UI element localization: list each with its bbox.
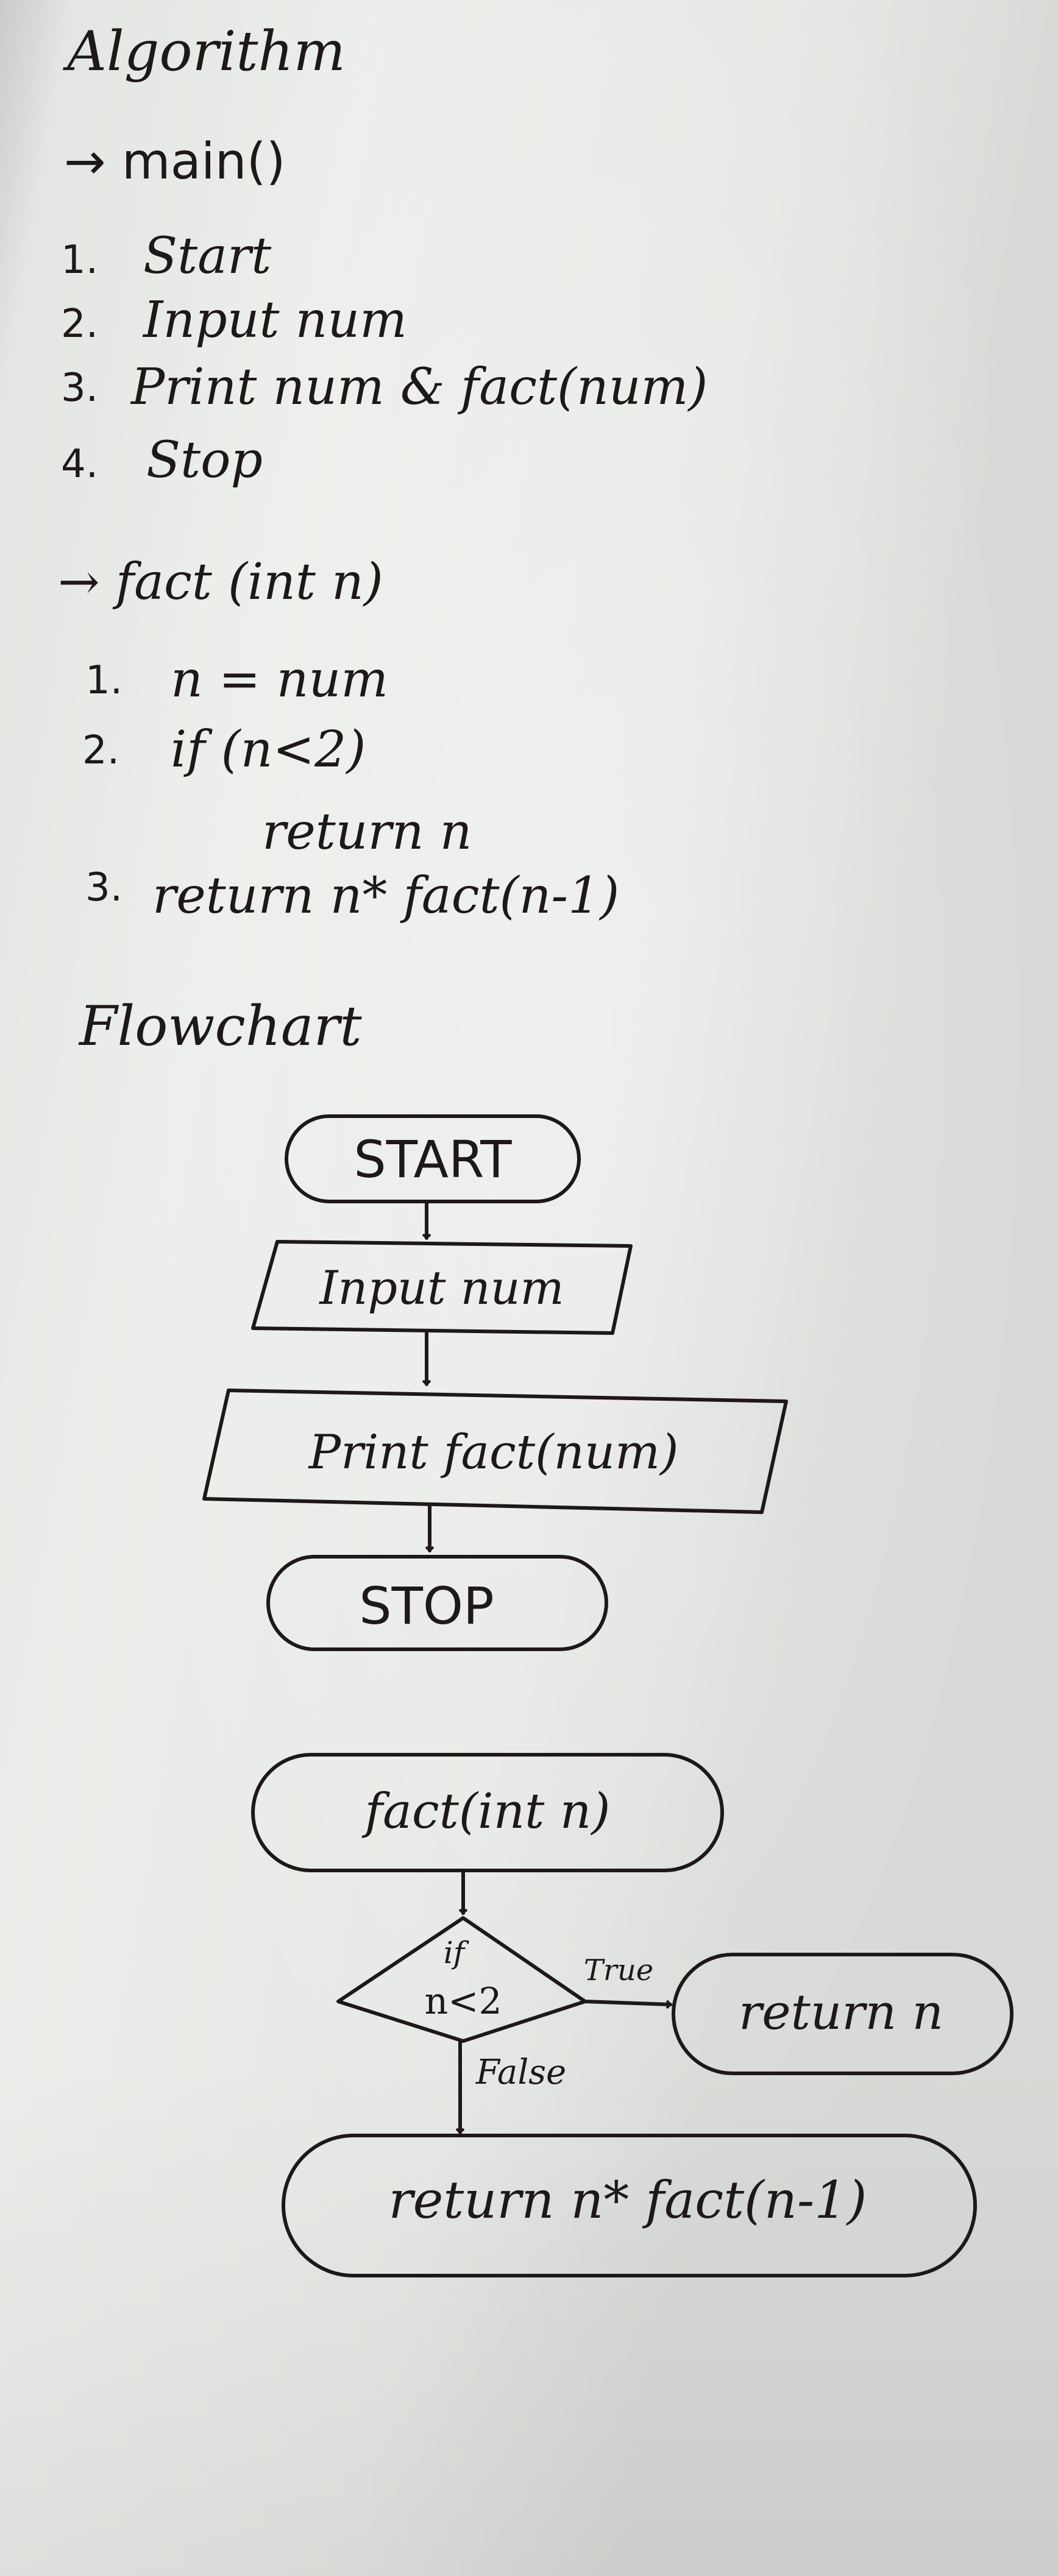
step-number: 4. <box>61 442 99 487</box>
step-number: 2. <box>61 302 99 347</box>
step-text: Input num <box>143 291 407 349</box>
print-parallelogram <box>202 1389 788 1514</box>
start-terminal <box>285 1114 581 1203</box>
step-number: 1. <box>85 658 123 703</box>
fact-entry-label: fact(int n) <box>362 1783 611 1839</box>
print-label: Print fact(num) <box>308 1425 679 1480</box>
step-text: Stop <box>146 431 263 489</box>
step-text: n = num <box>171 651 389 709</box>
fact-header: → fact (int n) <box>58 553 383 611</box>
step-number: 3. <box>85 865 123 910</box>
flowchart-title: Flowchart <box>79 994 362 1058</box>
main-header: → main() <box>64 133 286 191</box>
input-label: Input num <box>318 1261 564 1315</box>
true-branch-arrow <box>583 2000 672 2005</box>
fact-entry-terminal <box>251 1753 724 1872</box>
step-number: 3. <box>61 366 99 411</box>
return-n-terminal <box>672 1953 1014 2075</box>
step-text: Print num & fact(num) <box>131 358 708 416</box>
step-text: return n* fact(n-1) <box>152 867 620 925</box>
return-recursive-label: return n* fact(n-1) <box>389 2170 867 2230</box>
step-text: Start <box>143 227 272 285</box>
decision-diamond <box>336 1916 587 2043</box>
input-parallelogram <box>251 1240 633 1335</box>
start-label: START <box>353 1130 512 1189</box>
step-number: 2. <box>82 728 120 773</box>
stop-terminal <box>266 1555 608 1651</box>
step-number: 1. <box>61 238 99 283</box>
return-n-label: return n <box>739 1984 943 2040</box>
stop-label: STOP <box>359 1576 494 1636</box>
step-text: return n <box>262 803 472 861</box>
return-recursive-terminal <box>282 2134 977 2277</box>
algorithm-title: Algorithm <box>67 19 346 83</box>
decision-if-label: if <box>444 1935 469 1970</box>
false-branch-label: False <box>475 2053 566 2092</box>
true-branch-label: True <box>584 1953 653 1987</box>
step-text: if (n<2) <box>171 721 366 779</box>
decision-condition-label: n<2 <box>424 1980 502 2023</box>
